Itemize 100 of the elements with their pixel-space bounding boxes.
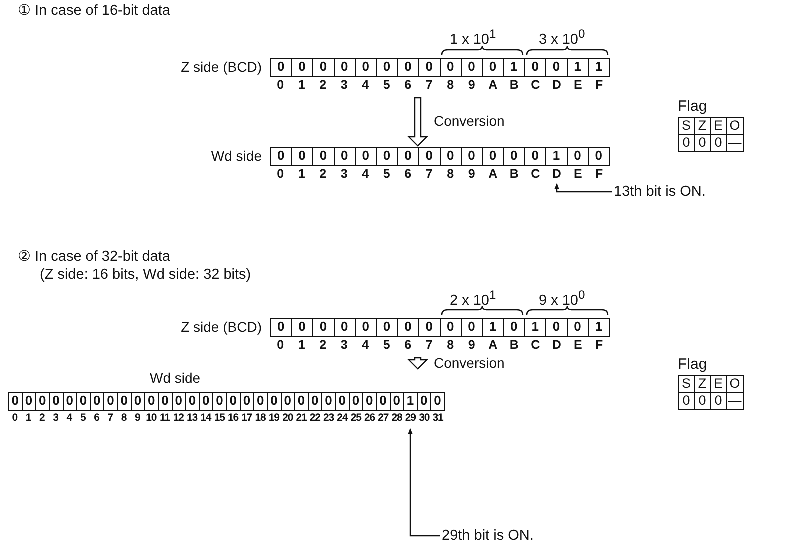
bit-value: 0	[295, 393, 309, 410]
bit-number: E	[572, 167, 584, 181]
bit-value: 0	[64, 393, 78, 410]
bit-number: C	[530, 338, 542, 352]
bit-number: 19	[268, 412, 280, 424]
bit-number: 7	[106, 412, 114, 424]
bit-value: 0	[525, 59, 546, 76]
bit-number: 9	[467, 167, 476, 181]
table-cell: —	[727, 393, 743, 409]
bit-value: 0	[90, 393, 104, 410]
bit-number: 9	[467, 78, 476, 92]
bit-number: 7	[424, 338, 434, 352]
bit-number: 1	[297, 78, 306, 92]
bit-number: 30	[418, 412, 431, 424]
bit-value: 1	[504, 59, 526, 76]
bit-number: 6	[93, 412, 100, 424]
table-cell: 0	[695, 135, 711, 151]
bit-value: 0	[398, 59, 420, 76]
bit-number: B	[508, 167, 520, 181]
bit-number: 8	[446, 78, 456, 92]
bit-value: 0	[418, 393, 432, 410]
bit-value: 1	[594, 319, 604, 336]
bit-value: 0	[271, 148, 292, 165]
bit-value: 0	[419, 319, 440, 336]
bit-number: B	[508, 338, 520, 352]
bit-number: 31	[432, 412, 444, 424]
digit-weight: 2 x 10$^{1}$	[450, 288, 496, 309]
bit-number: 1	[297, 338, 306, 352]
bit-number: 0	[11, 412, 19, 424]
bit-number: 22	[308, 412, 322, 424]
bit-number: 3	[340, 167, 349, 181]
bit-number: 8	[446, 338, 456, 352]
bit-value: 0	[172, 393, 186, 410]
bit-value: 0	[271, 319, 292, 336]
table-cell: E	[711, 376, 727, 393]
bit-value: 0	[254, 393, 268, 410]
edge-label: Conversion	[432, 354, 507, 370]
bit-number: A	[488, 78, 499, 92]
bit-number: 4	[361, 167, 370, 181]
bit-value: 0	[356, 148, 377, 165]
bit-value: 0	[145, 393, 159, 410]
bit-number: 18	[254, 412, 267, 424]
bit-value: 0	[36, 393, 50, 410]
bit-value: 0	[350, 393, 364, 410]
bit-number: 23	[322, 412, 336, 424]
bit-value: 0	[390, 393, 404, 410]
bit-number: D	[551, 338, 562, 352]
bit-number: 3	[340, 78, 349, 92]
leader-line	[554, 183, 612, 193]
bit-value: 0	[334, 319, 356, 336]
bit-value: 0	[482, 59, 504, 76]
bit-number: 20	[282, 412, 294, 424]
bit-number: 11	[159, 412, 172, 424]
bit-number: 12	[172, 412, 185, 424]
bit-number: 7	[424, 78, 434, 92]
bit-number: 0	[276, 338, 286, 352]
bit-value: 0	[104, 393, 118, 410]
bit-value: 0	[363, 393, 377, 410]
bit-number: 9	[467, 338, 476, 352]
bit-value: 0	[594, 148, 604, 165]
table-cell: —	[727, 135, 743, 151]
conversion-arrow	[408, 357, 428, 370]
bit-number: 8	[446, 167, 456, 181]
digit-weight: 9 x 10$^{0}$	[539, 288, 586, 309]
bit-number: 28	[390, 412, 404, 424]
bit-number: 5	[382, 167, 392, 181]
bit-value: 0	[292, 59, 314, 76]
bit-value: 0	[118, 393, 132, 410]
table-cell: 0	[679, 135, 695, 151]
bit-number: 26	[363, 412, 376, 424]
bit-number: 25	[350, 412, 363, 424]
register-label: Wd side	[211, 148, 262, 164]
bit-number: 3	[52, 412, 60, 424]
bit-number: 4	[66, 412, 74, 424]
bit-number: 2	[318, 338, 328, 352]
bit-number: 10	[145, 412, 158, 424]
bit-number: 24	[336, 412, 350, 424]
bit-value: 0	[213, 393, 227, 410]
bit-number: 17	[240, 412, 254, 424]
bit-number: 0	[276, 167, 286, 181]
note-text: 29th bit is ON.	[442, 528, 534, 544]
bit-value: 0	[568, 319, 589, 336]
bit-value: 0	[227, 393, 241, 410]
bit-number: E	[572, 338, 584, 352]
table-cell: Z	[695, 376, 711, 393]
bit-value: 0	[336, 393, 350, 410]
table-cell: Z	[695, 118, 711, 135]
bit-value: 0	[440, 148, 462, 165]
bit-value: 1	[525, 319, 546, 336]
bit-value: 0	[22, 393, 36, 410]
bit-value: 0	[268, 393, 282, 410]
bit-value: 1	[594, 59, 604, 76]
bit-number: 16	[226, 412, 240, 424]
bit-value: 0	[313, 319, 335, 336]
bit-value: 0	[132, 393, 146, 410]
bit-value: 0	[462, 148, 483, 165]
bit-number: 3	[340, 338, 349, 352]
bit-value: 0	[462, 319, 483, 336]
bit-value: 0	[308, 393, 322, 410]
bit-value: 0	[322, 393, 336, 410]
